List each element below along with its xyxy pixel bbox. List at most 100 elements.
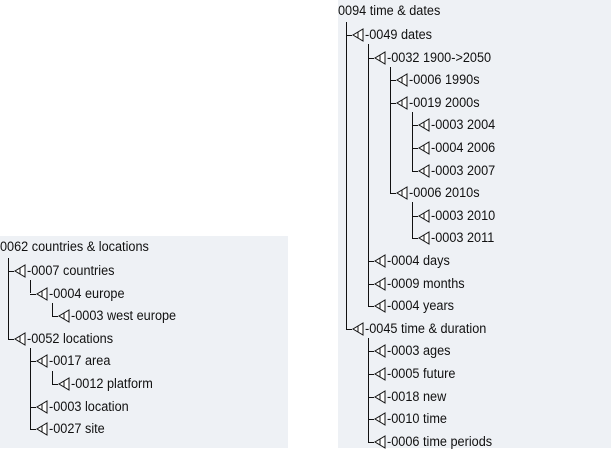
tree-node-locations[interactable]: -0052 locations — [14, 328, 119, 350]
tree-node-time-periods[interactable]: -0006 time periods — [374, 431, 499, 453]
tree-node-label: -0004 europe — [49, 285, 125, 301]
tree-connector-vertical — [30, 280, 31, 294]
tree-node-label: -0018 new — [387, 388, 447, 404]
tree-node-label: -0027 site — [49, 421, 105, 437]
tree-node-countries[interactable]: -0007 countries — [14, 260, 120, 282]
triangle-left-icon — [374, 412, 387, 426]
tree-node-dates[interactable]: -0049 dates — [352, 24, 436, 46]
triangle-left-icon — [418, 208, 431, 223]
tree-node-ages[interactable]: -0003 ages — [374, 340, 455, 362]
tree-node-2010s[interactable]: -0006 2010s — [396, 182, 484, 204]
tree-node-label: -0003 west europe — [71, 308, 177, 324]
tree-node-europe[interactable]: -0004 europe — [36, 283, 129, 305]
tree-connector-vertical — [412, 202, 413, 239]
tree-connector-horizontal — [346, 34, 352, 36]
tree-node-label: -0010 time — [387, 411, 447, 427]
tree-node-label: -0003 2007 — [431, 162, 496, 178]
tree-connector-horizontal — [346, 328, 352, 330]
tree-connector-vertical — [52, 302, 53, 317]
tree-connector-vertical — [390, 66, 391, 194]
triangle-left-icon — [396, 73, 409, 87]
tree-connector-horizontal — [30, 406, 36, 408]
tree-connector-horizontal — [368, 283, 374, 285]
tree-node-label: -0045 time & duration — [365, 320, 487, 336]
tree-node-2007[interactable]: -0003 2007 — [418, 160, 499, 182]
tree-connector-vertical — [412, 112, 413, 171]
tree-node-location[interactable]: -0003 location — [36, 396, 134, 418]
tree-node-days[interactable]: -0004 days — [374, 250, 454, 272]
tree-node-label: -0006 1990s — [409, 72, 480, 88]
tree-connector-vertical — [30, 348, 31, 430]
tree-node-future[interactable]: -0005 future — [374, 363, 460, 385]
tree-panel-time-dates: 0094 time & dates -0049 dates -0032 1900-… — [338, 0, 611, 449]
triangle-left-icon — [374, 254, 387, 268]
tree-connector-horizontal — [368, 373, 374, 375]
triangle-left-icon — [374, 434, 387, 449]
tree-node-1900-2050[interactable]: -0032 1900->2050 — [374, 47, 498, 69]
triangle-left-icon — [374, 344, 387, 359]
tree-connector-vertical — [346, 21, 347, 329]
tree-node-site[interactable]: -0027 site — [36, 418, 108, 440]
triangle-left-icon — [374, 276, 387, 291]
tree-connector-horizontal — [8, 338, 14, 340]
tree-connector-horizontal — [368, 260, 374, 262]
tree-node-months[interactable]: -0009 months — [374, 273, 470, 295]
tree-node-area[interactable]: -0017 area — [36, 350, 114, 372]
tree-node-platform[interactable]: -0012 platform — [58, 373, 158, 395]
tree-node-label: -0049 dates — [365, 26, 433, 42]
tree-node-label: -0003 ages — [387, 343, 451, 359]
tree-node-2011[interactable]: -0003 2011 — [418, 227, 498, 249]
tree-node-label: -0017 area — [49, 353, 111, 369]
tree-connector-horizontal — [368, 57, 374, 59]
tree-root-time-dates[interactable]: 0094 time & dates — [338, 3, 441, 18]
tree-node-label: -0052 locations — [27, 330, 114, 346]
tree-node-label: -0004 days — [387, 252, 450, 268]
tree-node-label: -0003 location — [49, 398, 129, 414]
tree-node-2006[interactable]: -0004 2006 — [418, 137, 499, 159]
tree-connector-horizontal — [30, 293, 36, 295]
tree-node-label: -0012 platform — [71, 375, 153, 391]
tree-node-label: -0032 1900->2050 — [387, 49, 492, 65]
tree-connector-vertical — [8, 257, 9, 339]
tree-panel-countries-locations: 0062 countries & locations -0007 countri… — [0, 236, 288, 448]
triangle-left-icon — [36, 422, 49, 436]
tree-connector-horizontal — [52, 316, 58, 318]
tree-connector-vertical — [52, 370, 53, 384]
tree-node-label: -0006 time periods — [387, 433, 493, 449]
tree-node-label: -0003 2011 — [431, 230, 495, 246]
tree-node-label: -0003 2010 — [431, 207, 496, 223]
tree-connector-horizontal — [412, 215, 418, 217]
tree-node-label: -0019 2000s — [409, 94, 480, 110]
tree-connector-horizontal — [368, 396, 374, 398]
tree-node-years[interactable]: -0004 years — [374, 295, 458, 317]
triangle-left-icon — [36, 399, 49, 414]
tree-node-2000s[interactable]: -0019 2000s — [396, 92, 484, 114]
tree-connector-horizontal — [368, 306, 374, 308]
tree-node-label: -0003 2004 — [431, 117, 496, 133]
tree-root-countries-locations[interactable]: 0062 countries & locations — [0, 239, 149, 254]
tree-connector-horizontal — [8, 270, 14, 272]
tree-connector-horizontal — [412, 125, 418, 127]
triangle-left-icon — [374, 50, 387, 65]
tree-node-1990s[interactable]: -0006 1990s — [396, 69, 484, 91]
tree-node-time[interactable]: -0010 time — [374, 408, 451, 430]
tree-node-2010[interactable]: -0003 2010 — [418, 205, 499, 227]
triangle-left-icon — [374, 389, 387, 404]
tree-node-2004[interactable]: -0003 2004 — [418, 114, 499, 136]
tree-connector-horizontal — [368, 419, 374, 421]
tree-connector-horizontal — [30, 429, 36, 431]
tree-node-label: -0007 countries — [27, 262, 115, 278]
triangle-left-icon — [374, 299, 387, 313]
tree-connector-horizontal — [390, 193, 396, 195]
tree-node-time-duration[interactable]: -0045 time & duration — [352, 318, 494, 340]
triangle-left-icon — [36, 354, 49, 369]
triangle-left-icon — [374, 367, 387, 381]
tree-node-label: -0004 2006 — [431, 139, 496, 155]
tree-connector-horizontal — [30, 361, 36, 363]
tree-connector-horizontal — [390, 80, 396, 82]
tree-connector-vertical — [368, 338, 369, 442]
triangle-left-icon — [14, 331, 27, 346]
tree-node-west-europe[interactable]: -0003 west europe — [58, 305, 183, 327]
tree-node-new[interactable]: -0018 new — [374, 386, 450, 408]
tree-connector-vertical — [368, 44, 369, 307]
